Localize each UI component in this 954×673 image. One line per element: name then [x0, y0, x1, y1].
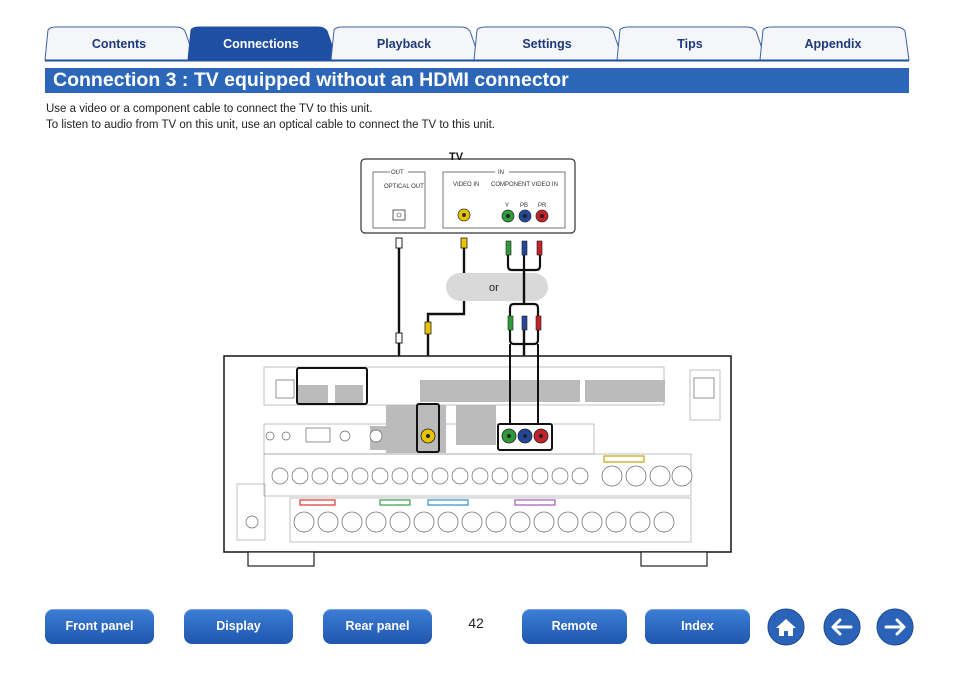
- optical-out-label: OPTICAL OUT: [384, 184, 424, 190]
- intro-line-2: To listen to audio from TV on this unit,…: [46, 119, 495, 131]
- optical-plug-top: [395, 237, 403, 249]
- receiver-foot-right: [640, 551, 708, 567]
- forward-button[interactable]: [876, 608, 914, 646]
- intro-line-1: Use a video or a component cable to conn…: [46, 103, 373, 115]
- in-label: IN: [498, 170, 504, 176]
- optical-port: [392, 209, 406, 221]
- receiver-foot-left: [247, 551, 315, 567]
- title-bar: Connection 3 : TV equipped without an HD…: [45, 68, 909, 93]
- index-button[interactable]: Index: [645, 609, 750, 644]
- tab-connections[interactable]: Connections: [223, 37, 299, 51]
- component-in-label: COMPONENT VIDEO IN: [491, 182, 558, 188]
- pb-label: PB: [520, 203, 528, 209]
- page-title: Connection 3 : TV equipped without an HD…: [53, 69, 569, 91]
- or-label: or: [489, 282, 499, 294]
- front-panel-button[interactable]: Front panel: [45, 609, 154, 644]
- tab-bar: Contents Connections Playback Settings T…: [0, 0, 954, 64]
- back-button[interactable]: [823, 608, 861, 646]
- video-plug-bottom: [424, 321, 432, 335]
- pr-label: PR: [538, 203, 547, 209]
- tab-playback[interactable]: Playback: [376, 37, 432, 51]
- or-pill: [446, 273, 548, 301]
- y-label: Y: [505, 203, 509, 209]
- optical-plug-bottom: [395, 332, 403, 344]
- tab-tips[interactable]: Tips: [677, 37, 703, 51]
- display-button[interactable]: Display: [184, 609, 293, 644]
- remote-button[interactable]: Remote: [522, 609, 627, 644]
- video-plug-top: [460, 237, 468, 249]
- tab-shapes: [44, 26, 910, 62]
- arrow-right-icon: [876, 608, 914, 646]
- tab-appendix[interactable]: Appendix: [804, 37, 862, 51]
- page-number: 42: [468, 615, 484, 631]
- arrow-left-icon: [823, 608, 861, 646]
- out-label: OUT: [391, 170, 404, 176]
- tv-label: TV: [449, 151, 464, 163]
- tab-contents[interactable]: Contents: [91, 37, 147, 51]
- home-icon: [767, 608, 805, 646]
- video-in-label: VIDEO IN: [453, 182, 479, 188]
- home-button[interactable]: [767, 608, 805, 646]
- rear-panel-button[interactable]: Rear panel: [323, 609, 432, 644]
- tab-settings[interactable]: Settings: [522, 37, 572, 51]
